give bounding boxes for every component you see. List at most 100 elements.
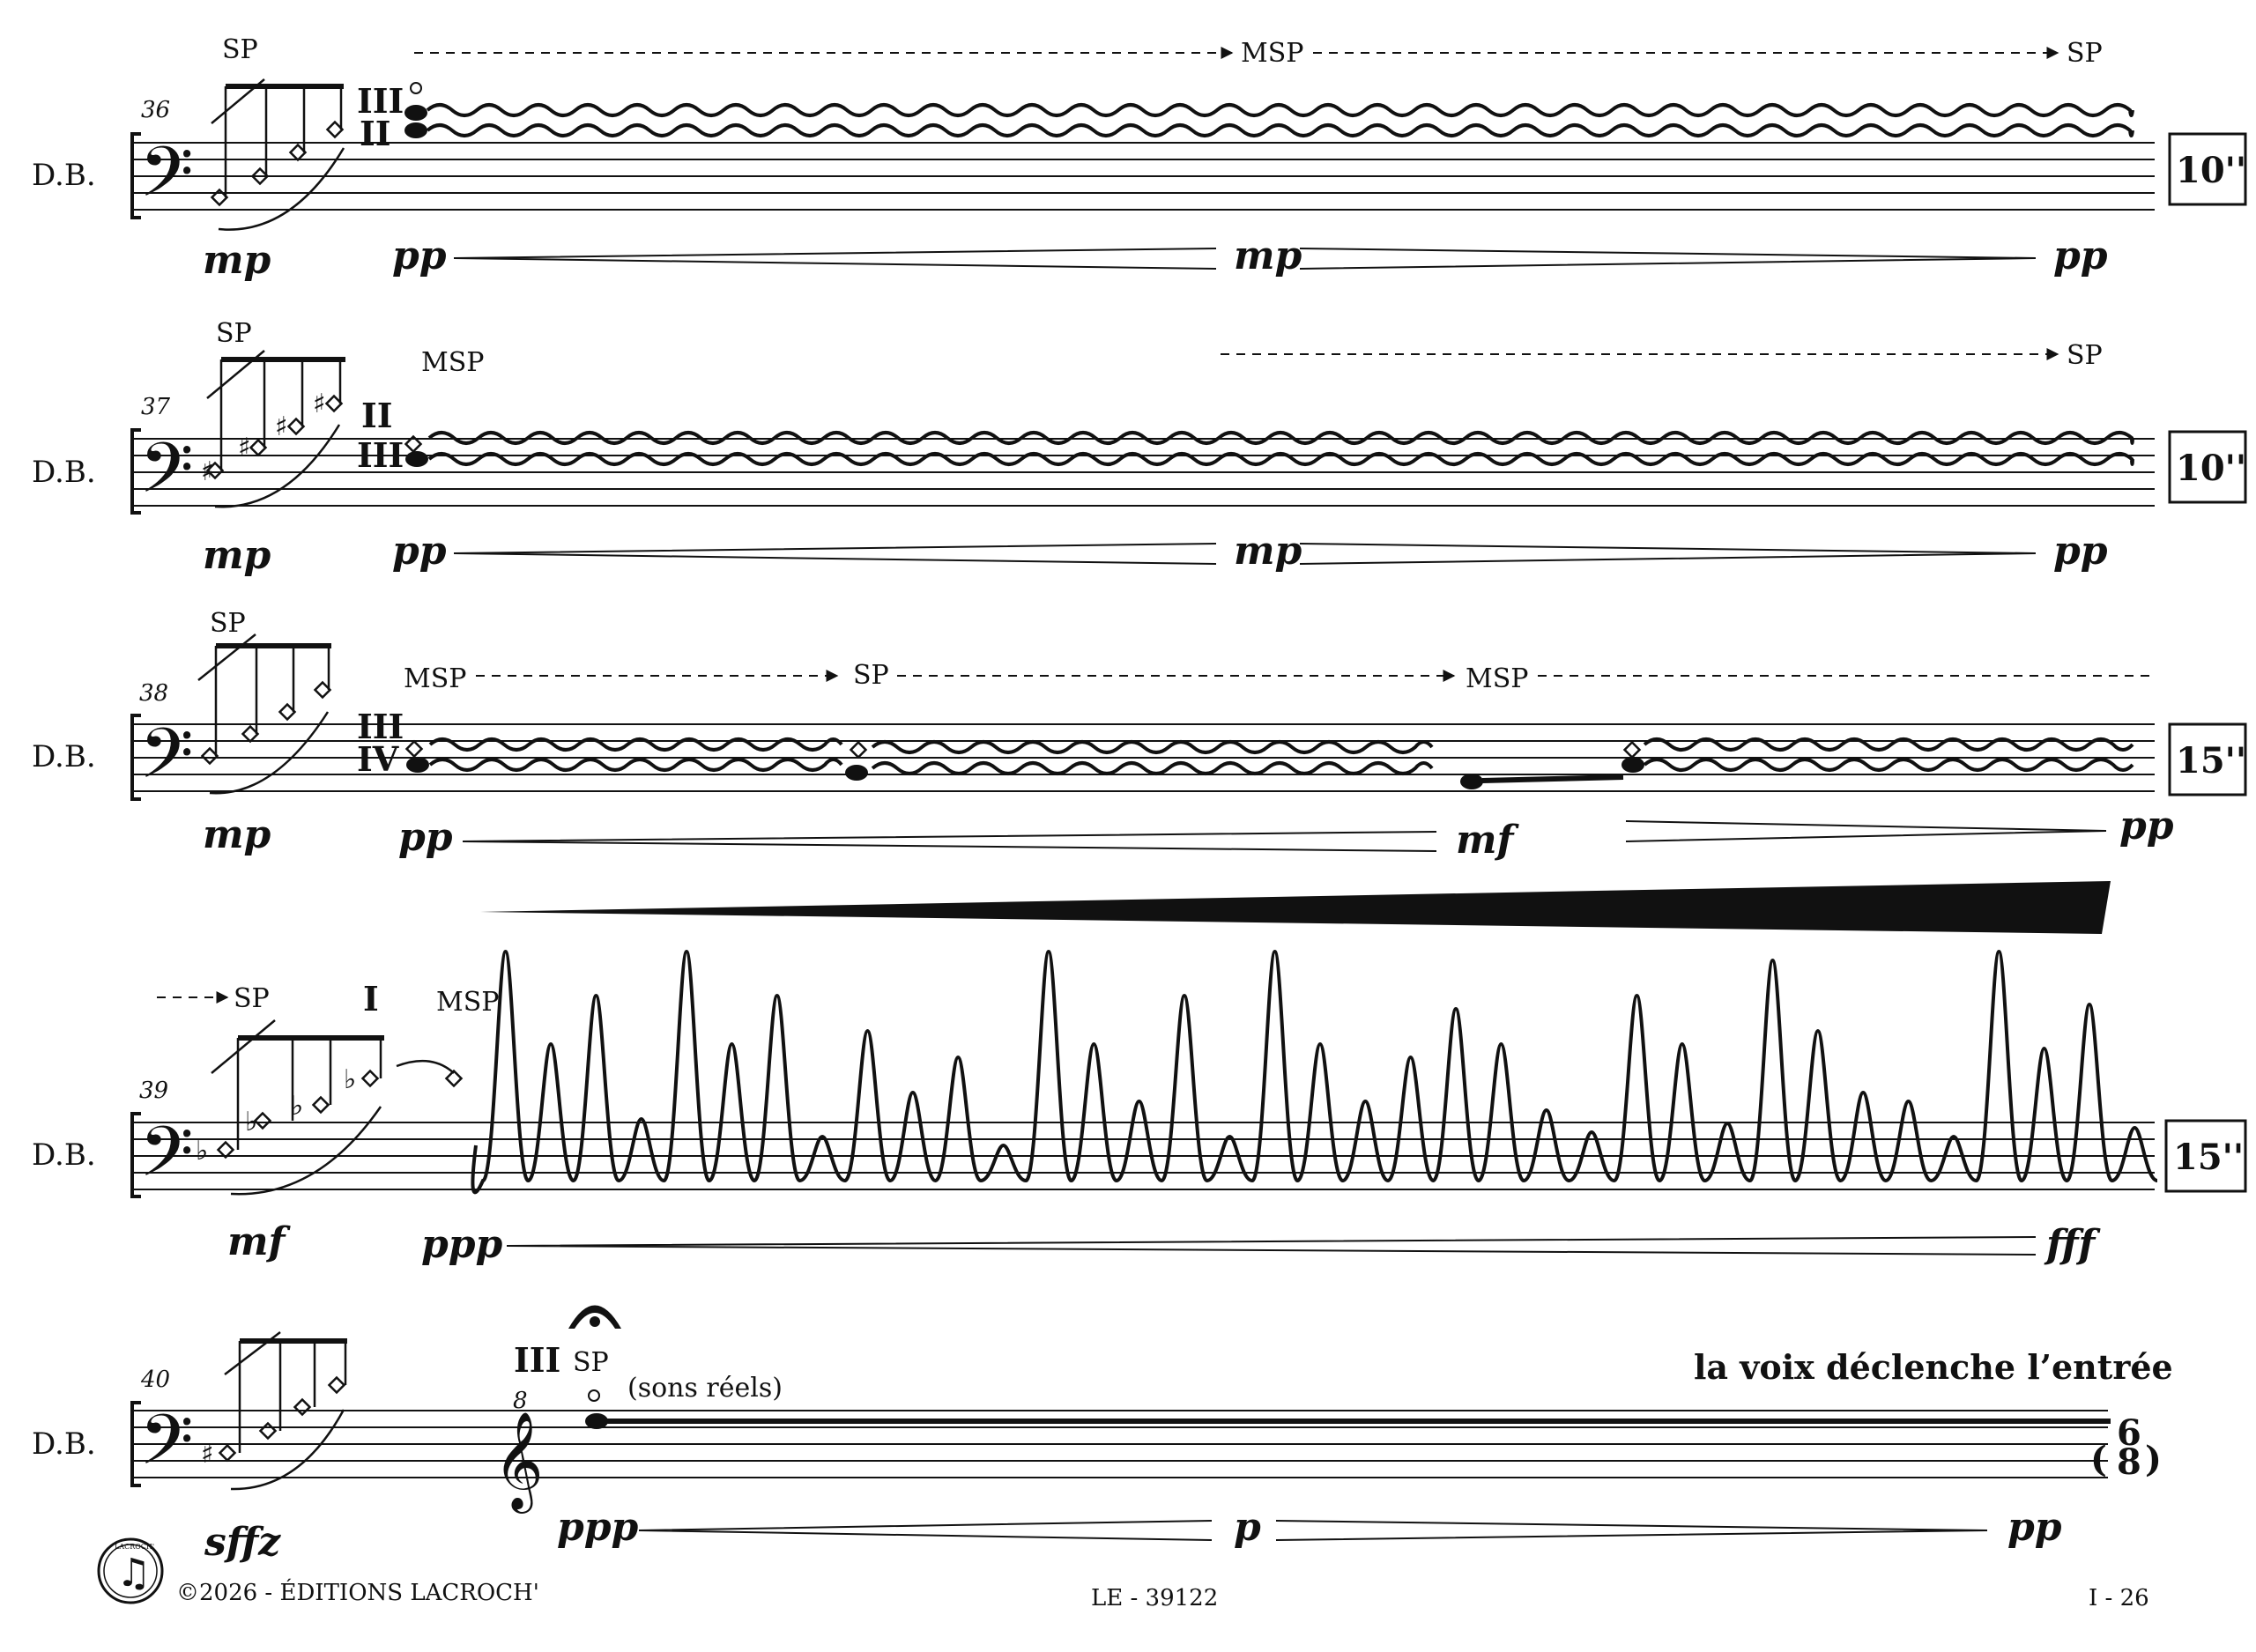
duration-box: [2164, 1119, 2247, 1193]
grace-notes: [205, 350, 345, 508]
measure-number: 40: [140, 1367, 170, 1393]
instrument-label: D.B.: [32, 158, 96, 193]
half-flat-icon: ♭: [291, 1091, 303, 1122]
music-note-icon: ♫: [116, 1551, 151, 1596]
technique-end: SP: [2067, 340, 2103, 371]
trill-wave-lower: [871, 761, 1434, 775]
note-head: [404, 105, 427, 121]
duration-box: [2168, 430, 2247, 504]
grace-technique: SP: [210, 608, 246, 639]
note-head: [406, 757, 429, 773]
string-bottom: II: [360, 114, 391, 153]
sharp-icon: ♯: [313, 389, 326, 419]
trill-wave-upper: [426, 103, 2134, 117]
trill-wave-lower: [428, 758, 843, 772]
crescendo-wedge: [480, 881, 2111, 934]
dynamic-end: pp: [2053, 529, 2108, 574]
string-bottom: III: [357, 435, 404, 475]
system-37: D.B. 𝄢 37 SP ♯ ♯ ♯ ♯ MSP II III: [32, 318, 2247, 578]
system-bracket: [130, 714, 141, 801]
staff-lines: [134, 142, 2155, 211]
half-flat-icon: ♭: [344, 1064, 356, 1095]
staff-lines: [134, 1410, 2108, 1478]
grace-notes: [218, 1331, 347, 1491]
bass-clef: 𝄢: [139, 427, 194, 526]
system-bracket: [130, 428, 141, 515]
publisher-logo: ♫ LACROCH': [97, 1537, 164, 1604]
duration-label: 15'': [2176, 740, 2246, 782]
instrument-label: D.B.: [32, 1426, 96, 1462]
dynamic-end: pp: [2053, 233, 2108, 278]
note-head: [585, 1413, 608, 1429]
trill-wave-lower: [426, 123, 2134, 137]
note-text: (sons réels): [627, 1373, 783, 1404]
string-bottom: IV: [357, 739, 400, 779]
harmonic-circle: [588, 1389, 600, 1402]
instrument-label: D.B.: [32, 1137, 96, 1173]
grace-technique: SP: [216, 318, 252, 349]
crescendo-hairpin: [453, 543, 1217, 565]
copyright: ©2026 - ÉDITIONS LACROCH': [176, 1578, 539, 1606]
treble-clef: 𝄞: [494, 1411, 544, 1514]
decrescendo-hairpin: [1275, 1520, 1988, 1541]
duration-label: 10'': [2176, 448, 2246, 489]
duration-box: [2168, 132, 2247, 206]
technique-label: MSP: [1466, 663, 1528, 694]
trill-wave-upper: [1643, 737, 2134, 752]
string-top: III: [357, 707, 404, 746]
system-bracket: [130, 1112, 141, 1198]
system-39: D.B. 𝄢 39 SP I MSP ♭ ♭ ♭ ♭: [32, 881, 2247, 1267]
crescendo-hairpin: [638, 1520, 1213, 1541]
harmonic-note: [1622, 740, 1642, 759]
time-signature-close: ): [2145, 1439, 2162, 1480]
grace-dynamic: sffz: [204, 1520, 281, 1565]
note-head: [405, 451, 428, 467]
note-head: [1622, 757, 1644, 773]
trill-wave-upper: [871, 740, 1434, 754]
dynamic-end: pp: [2119, 804, 2174, 848]
duration-label: 10'': [2176, 150, 2246, 191]
fermata-dot: [590, 1316, 600, 1327]
trill-wave-lower: [1643, 758, 2134, 772]
technique-label: MSP: [1241, 38, 1303, 69]
measure-number: 37: [141, 394, 171, 420]
dynamic-start: pp: [392, 233, 447, 278]
system-36: D.B. 𝄢 36 SP III II MSP SP: [32, 34, 2247, 283]
instrument-label: D.B.: [32, 455, 96, 490]
string-top: II: [361, 396, 393, 435]
time-signature-numerator: 6: [2117, 1412, 2141, 1454]
technique-label: SP: [2067, 38, 2103, 69]
footer: ♫ LACROCH' ©2026 - ÉDITIONS LACROCH' LE …: [97, 1537, 2149, 1611]
grace-dynamic: mp: [203, 238, 271, 283]
system-40: D.B. 𝄢 40 ♯ 𝄞 8 III SP (sons réels): [32, 1305, 2173, 1565]
dynamic-end: fff: [2044, 1222, 2101, 1267]
dynamic-start: pp: [392, 529, 447, 574]
grace-notes: [210, 78, 345, 231]
glissando-line: [1481, 774, 1624, 783]
page-number: I - 26: [2089, 1585, 2149, 1611]
grace-notes: [197, 633, 332, 795]
dynamic-peak: p: [1234, 1505, 1261, 1550]
staff-lines: [134, 438, 2155, 507]
duration-label: 15'': [2173, 1137, 2244, 1178]
sharp-icon: ♯: [238, 433, 251, 463]
technique-label: MSP: [404, 663, 466, 694]
grace-notes: [211, 1019, 464, 1196]
note-head: [404, 122, 427, 138]
dynamic-peak: mf: [1456, 818, 1520, 863]
harmonic-circle: [410, 82, 422, 94]
instrument-label: D.B.: [32, 739, 96, 774]
harmonic-note: [404, 434, 423, 454]
note-head: [1460, 774, 1483, 789]
sharp-icon: ♯: [201, 1439, 214, 1470]
system-bracket: [130, 1401, 141, 1487]
dynamic-start: ppp: [421, 1222, 503, 1267]
decrescendo-hairpin: [1625, 820, 2107, 842]
note-head: [845, 765, 868, 781]
dynamic-start: ppp: [557, 1505, 639, 1550]
technique-start: MSP: [436, 987, 499, 1018]
dynamic-peak: mp: [1234, 233, 1302, 278]
harmonic-note: [404, 739, 424, 759]
fermata-icon: [568, 1305, 621, 1329]
